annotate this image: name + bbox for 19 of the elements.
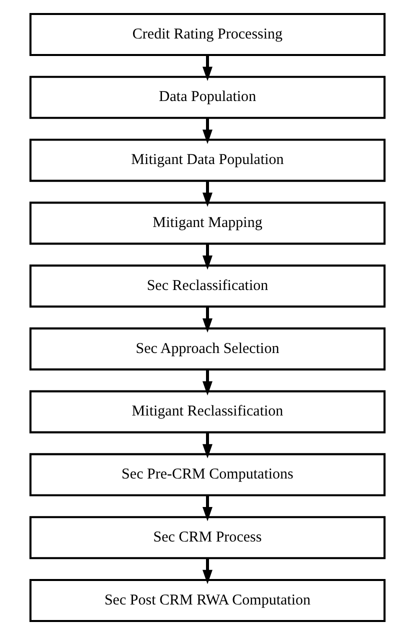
arrow — [202, 244, 212, 270]
arrow — [202, 558, 212, 584]
node-box: Credit Rating Processing — [29, 13, 386, 56]
arrow — [202, 307, 212, 333]
node-box: Sec Approach Selection — [29, 327, 386, 370]
node-box: Sec Reclassification — [29, 264, 386, 308]
node-box: Data Population — [29, 76, 386, 119]
node-box: Sec Post CRM RWA Computation — [29, 578, 386, 622]
node-box: Mitigant Data Population — [29, 138, 386, 182]
arrow — [202, 432, 212, 458]
node-box: Sec CRM Process — [29, 516, 386, 560]
arrow — [202, 496, 212, 522]
arrow — [202, 56, 212, 82]
node-box: Mitigant Reclassification — [29, 390, 386, 434]
arrow — [202, 118, 212, 144]
node-box: Mitigant Mapping — [29, 202, 386, 245]
arrow — [202, 370, 212, 396]
arrow — [202, 181, 212, 207]
node-box: Sec Pre-CRM Computations — [29, 453, 386, 496]
